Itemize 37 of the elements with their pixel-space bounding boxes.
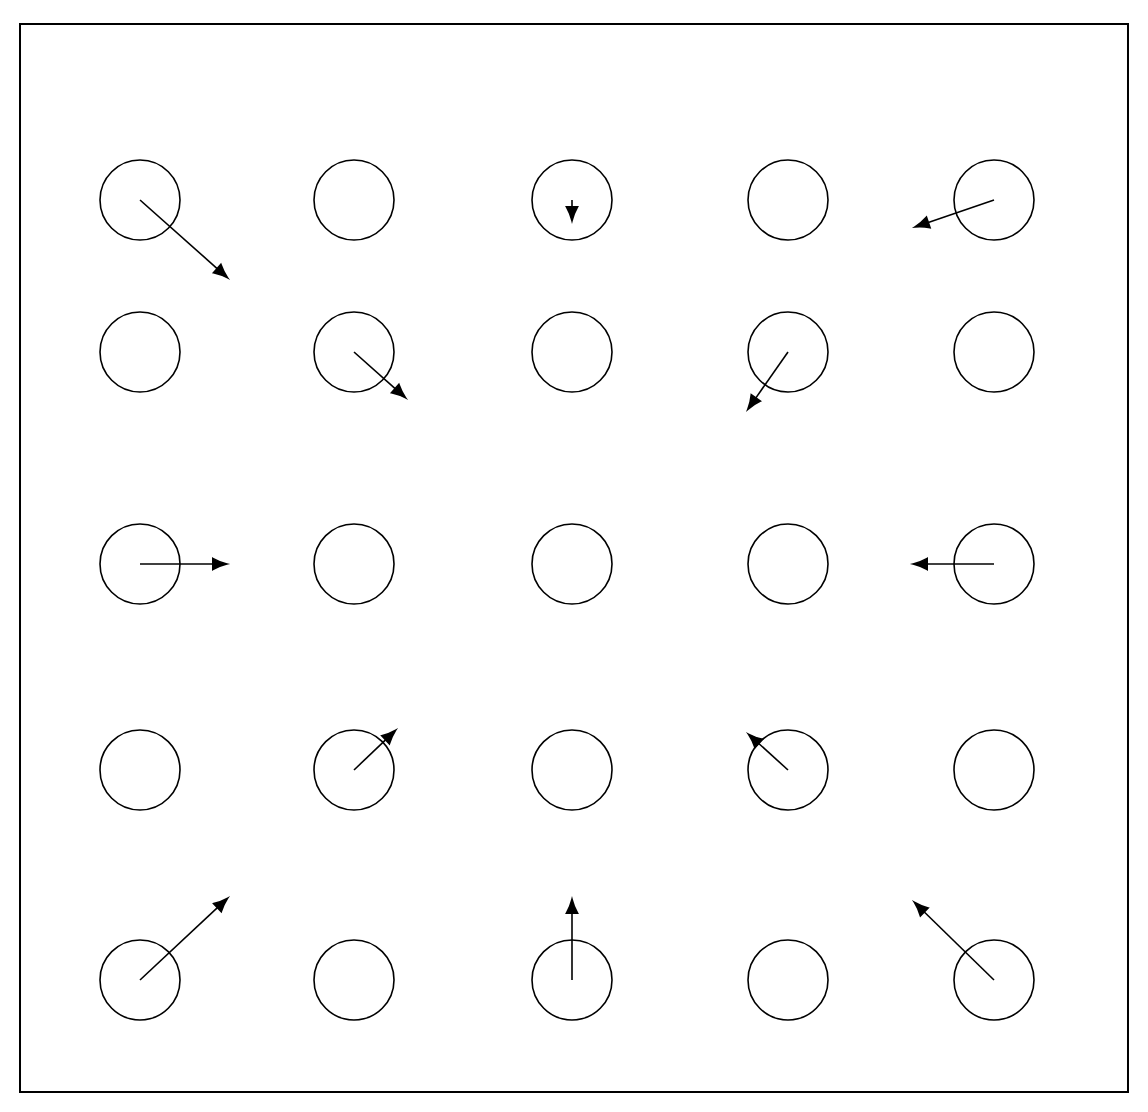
circle	[313, 729, 395, 811]
circle	[99, 311, 181, 393]
arrow	[912, 557, 995, 571]
circle	[953, 159, 1035, 241]
circle	[747, 159, 829, 241]
circle	[953, 939, 1035, 1021]
circle	[747, 939, 829, 1021]
arrow	[565, 898, 579, 981]
circle	[953, 523, 1035, 605]
arrow	[913, 901, 995, 981]
circle	[99, 939, 181, 1021]
circle	[99, 729, 181, 811]
arrow	[565, 199, 579, 222]
arrow	[747, 733, 789, 771]
circle	[953, 729, 1035, 811]
circle	[99, 523, 181, 605]
circle	[313, 311, 395, 393]
arrow	[139, 199, 229, 279]
circle	[99, 159, 181, 241]
circle	[313, 523, 395, 605]
arrow	[139, 557, 228, 571]
arrow	[353, 729, 397, 771]
circle	[747, 311, 829, 393]
circle	[747, 523, 829, 605]
circle	[953, 311, 1035, 393]
circle	[531, 939, 613, 1021]
arrow	[139, 897, 229, 981]
circle	[531, 159, 613, 241]
circle	[313, 159, 395, 241]
arrow	[914, 199, 995, 229]
circle	[747, 729, 829, 811]
circle	[531, 523, 613, 605]
circle	[531, 311, 613, 393]
arrow	[747, 351, 789, 411]
circle	[531, 729, 613, 811]
arrow	[353, 351, 407, 399]
circle	[313, 939, 395, 1021]
